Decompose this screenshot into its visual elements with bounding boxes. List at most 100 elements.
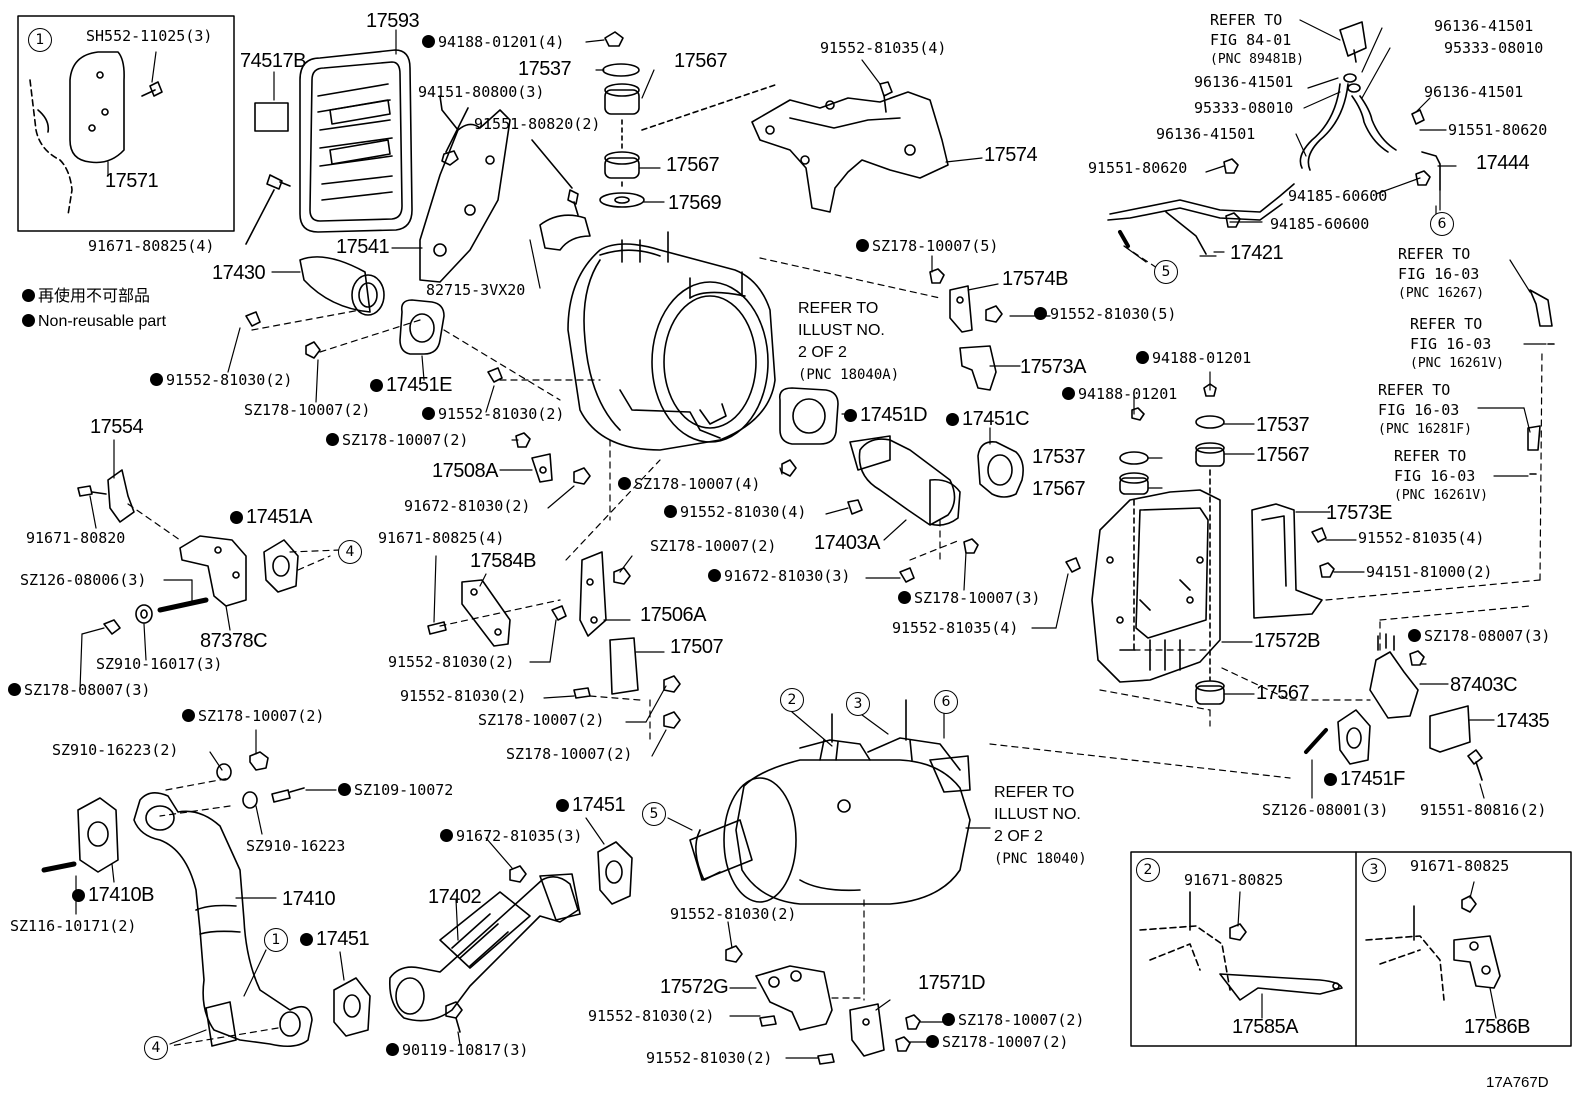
part-label: 91671-80825(4) (378, 529, 505, 547)
pipe-17410 (133, 792, 313, 1048)
callout-1: 1 (28, 28, 52, 52)
part-label: 90119-10817(3) (386, 1042, 528, 1059)
part-label: SZ178-10007(2) (506, 745, 633, 763)
part-label: 17571 (105, 170, 159, 192)
part-label: 17574 (984, 144, 1038, 166)
bracket-17574 (751, 81, 949, 213)
part-label: SZ178-10007(2) (926, 1034, 1068, 1051)
part-label: SZ178-10007(2) (478, 711, 605, 729)
part-label: 17451F (1324, 768, 1405, 790)
part-label: 94188-01201 (1136, 350, 1251, 367)
part-label: 91552-81030(2) (422, 406, 564, 423)
part-label: 96136-41501 (1424, 83, 1524, 101)
part-label: 91551-80820(2) (474, 115, 601, 133)
part-label: 91552-81030(2) (670, 905, 797, 923)
part-label: 17541 (336, 236, 390, 258)
part-label: SZ910-16017(3) (96, 655, 223, 673)
part-label: 91552-81030(2) (588, 1007, 715, 1025)
part-label: 17586B (1464, 1016, 1530, 1038)
part-label: SZ178-10007(4) (618, 476, 760, 493)
part-label: 17430 (212, 262, 266, 284)
callout-4: 4 (144, 1036, 168, 1060)
part-label: 17593 (366, 10, 420, 32)
part-label: 91551-80816(2) (1420, 801, 1547, 819)
part-label: 94188-01201 (1062, 386, 1177, 403)
part-label: SZ910-16223 (246, 837, 346, 855)
part-label: 95333-08010 (1194, 99, 1294, 117)
part-label: 17554 (90, 416, 144, 438)
part-label: 17410B (72, 884, 154, 906)
callout-3: 3 (846, 692, 870, 716)
part-label: 17451 (300, 928, 370, 950)
part-label: 94151-80800(3) (418, 83, 545, 101)
part-label: 91672-81035(3) (440, 828, 582, 845)
part-label: 17537 (518, 58, 572, 80)
callout-4: 4 (338, 540, 362, 564)
part-label: 91551-80620 (1448, 121, 1548, 139)
part-label: 94185-60600 (1270, 215, 1370, 233)
part-label: 17574B (1002, 268, 1068, 290)
bracket-17572B (1091, 489, 1221, 683)
part-label: 91552-81035(4) (892, 619, 1019, 637)
callout-5: 5 (642, 802, 666, 826)
part-label: 17573E (1326, 502, 1392, 524)
part-label: 17537 (1032, 446, 1086, 468)
part-label: SZ178-10007(2) (182, 708, 324, 725)
pipe-17402 (388, 873, 581, 1022)
leader-lines (75, 19, 1547, 1059)
part-label: 17584B (470, 550, 536, 572)
part-label: SZ910-16223(2) (52, 741, 179, 759)
part-label: 17507 (670, 636, 724, 658)
part-label: 17573A (1020, 356, 1086, 378)
part-label: 91552-81030(2) (388, 653, 515, 671)
part-label: SZ178-10007(5) (856, 238, 998, 255)
dpf-lower (689, 699, 971, 905)
legend-en: Non-reusable part (22, 311, 166, 333)
part-label: 17572B (1254, 630, 1320, 652)
part-label: 17537 (1256, 414, 1310, 436)
part-label: 17421 (1230, 242, 1284, 264)
part-label: SZ178-10007(2) (942, 1012, 1084, 1029)
part-label: 17402 (428, 886, 482, 908)
part-label: 91672-81030(3) (708, 568, 850, 585)
part-label: 96136-41501 (1434, 17, 1534, 35)
part-label: 91552-81030(5) (1034, 306, 1176, 323)
part-label: 91552-81030(2) (150, 372, 292, 389)
part-label: 91552-81030(2) (646, 1049, 773, 1067)
part-label: SZ109-10072 (338, 782, 453, 799)
diagram-id: 17A767D (1486, 1074, 1549, 1091)
part-label: 91672-81030(2) (404, 497, 531, 515)
part-label: 82715-3VX20 (426, 281, 526, 299)
inset-box-2-3 (1130, 851, 1572, 1047)
part-label: 17571D (918, 972, 986, 994)
part-label: 17567 (666, 154, 720, 176)
part-label: 17567 (1032, 478, 1086, 500)
part-label: 91552-81030(2) (400, 687, 527, 705)
part-label: 17403A (814, 532, 880, 554)
part-label: 91671-80820 (26, 529, 126, 547)
part-label: 91671-80825 (1184, 871, 1284, 889)
part-label: 17451A (230, 506, 312, 528)
part-label: 17585A (1232, 1016, 1298, 1038)
part-label: SZ126-08006(3) (20, 571, 147, 589)
part-label: 17451C (946, 408, 1030, 430)
part-label: 96136-41501 (1194, 73, 1294, 91)
part-label: 94151-81000(2) (1366, 563, 1493, 581)
part-label: SZ178-08007(3) (8, 682, 150, 699)
part-label: 17451E (370, 374, 452, 396)
part-label: 17567 (674, 50, 728, 72)
callout-2: 2 (780, 688, 804, 712)
part-label: 17506A (640, 604, 706, 626)
part-label: 87403C (1450, 674, 1518, 696)
part-label: 17508A (432, 460, 498, 482)
part-label: 91552-81035(4) (820, 39, 947, 57)
part-label: SZ116-10171(2) (10, 917, 137, 935)
callout-3: 3 (1362, 858, 1386, 882)
part-label: SZ178-10007(2) (650, 537, 777, 555)
